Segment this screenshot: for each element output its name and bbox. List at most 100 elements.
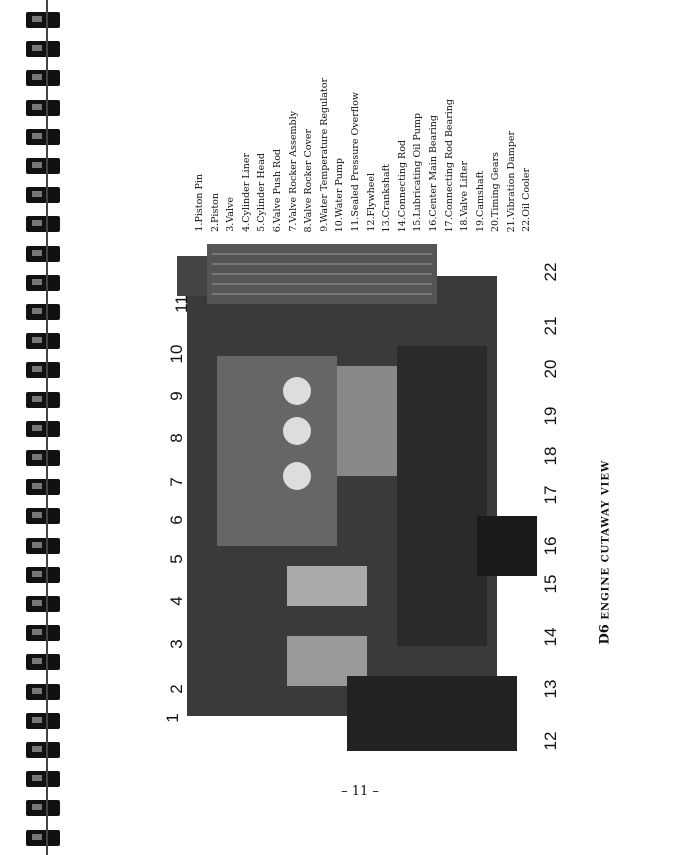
binding-ring	[26, 216, 60, 233]
callout-21: 21	[541, 316, 560, 336]
legend-item: 19.Camshaft	[473, 171, 489, 232]
callout-14: 14	[541, 627, 560, 647]
binding-ring	[26, 362, 60, 379]
callout-5: 5	[167, 554, 186, 564]
binding-ring	[26, 596, 60, 612]
binding-ring	[26, 625, 60, 642]
binding-ring	[26, 479, 60, 496]
binding-ring	[26, 274, 60, 291]
caption-title: ENGINE CUTAWAY VIEW	[600, 459, 612, 620]
spiral-binding	[0, 0, 70, 855]
callout-12: 12	[541, 731, 560, 751]
callout-16: 16	[541, 536, 560, 556]
binding-ring	[26, 12, 60, 28]
legend-item: 18.Valve Lifter	[457, 161, 473, 232]
legend-label: Cylinder Liner	[240, 153, 252, 223]
legend-item: 6.Valve Push Rod	[270, 149, 286, 232]
callout-9: 9	[167, 391, 186, 401]
legend-item: 7.Valve Rocker Assembly	[286, 111, 302, 232]
binding-ring	[26, 158, 60, 174]
figure-caption: D6 ENGINE CUTAWAY VIEW	[597, 460, 613, 645]
callout-20: 20	[541, 359, 560, 379]
legend-item: 9.Water Temperature Regulator	[317, 78, 333, 232]
binding-ring	[26, 566, 60, 583]
callout-8: 8	[167, 433, 186, 443]
page-edge	[46, 0, 48, 855]
callout-10: 10	[167, 344, 186, 364]
binding-ring	[26, 333, 60, 350]
binding-ring	[26, 70, 60, 87]
callout-6: 6	[167, 515, 186, 525]
binding-ring	[26, 304, 60, 320]
legend-item: 2.Piston	[208, 193, 224, 232]
legend-label: Water Temperature Regulator	[318, 78, 330, 223]
callout-2: 2	[167, 684, 186, 694]
binding-ring	[26, 771, 60, 788]
callout-7: 7	[167, 477, 186, 487]
legend-item: 11.Sealed Pressure Overflow	[348, 92, 364, 232]
binding-ring	[26, 245, 60, 262]
legend-label: Flywheel	[365, 173, 377, 217]
binding-ring	[26, 537, 60, 554]
legend-label: Valve Lifter	[459, 161, 471, 217]
legend-item: 4.Cylinder Liner	[239, 153, 255, 232]
legend-item: 8.Valve Rocker Cover	[301, 129, 317, 232]
legend-label: Timing Gears	[490, 151, 502, 217]
binding-ring	[26, 683, 60, 700]
legend-label: Valve Push Rod	[271, 148, 283, 223]
legend-label: Connecting Rod	[396, 139, 408, 217]
callout-17: 17	[541, 485, 560, 505]
legend-item: 17.Connecting Rod Bearing	[442, 99, 458, 232]
binding-ring	[26, 712, 60, 729]
binding-ring	[26, 829, 60, 846]
legend-item: 5.Cylinder Head	[254, 153, 270, 232]
legend-label: Valve	[225, 197, 237, 223]
page-number: – 11 –	[341, 784, 379, 799]
binding-ring	[26, 99, 60, 116]
callout-18: 18	[541, 446, 560, 466]
binding-ring	[26, 391, 60, 408]
legend-item: 16.Center Main Bearing	[426, 115, 442, 232]
legend-label: Vibration Damper	[505, 130, 517, 217]
binding-ring	[26, 508, 60, 525]
legend-item: 1.Piston Pin	[192, 174, 208, 232]
callout-22: 22	[541, 262, 560, 282]
binding-ring	[26, 41, 60, 58]
legend-label: Cylinder Head	[256, 153, 268, 223]
legend-number: 22.	[521, 216, 533, 232]
legend-label: Connecting Rod Bearing	[443, 98, 455, 217]
callout-11: 11	[172, 295, 191, 313]
legend-label: Camshaft	[474, 170, 486, 217]
legend-label: Piston Pin	[194, 174, 205, 223]
binding-ring	[26, 800, 60, 817]
binding-ring	[26, 742, 60, 758]
legend-label: Piston	[209, 192, 221, 223]
callout-1: 1	[163, 713, 182, 723]
binding-ring	[26, 187, 60, 204]
legend-item: 22.Oil Cooler	[519, 168, 535, 232]
legend-item: 10.Water Pump	[332, 158, 348, 232]
engine-cutaway-illustration	[157, 236, 561, 756]
legend-item: 3.Valve	[223, 197, 239, 232]
binding-ring	[26, 420, 60, 437]
callout-15: 15	[541, 574, 560, 594]
legend-item: 15.Lubricating Oil Pump	[410, 113, 426, 232]
legend-label: Water Pump	[334, 157, 346, 217]
binding-ring	[26, 654, 60, 671]
engine-cutaway-figure: 1 2 3 4 5 6 7 8 9 10 11 12 13 14 15 16 1…	[157, 236, 561, 756]
legend-item: 13.Crankshaft	[379, 164, 395, 232]
callout-4: 4	[167, 596, 186, 606]
callout-19: 19	[541, 406, 560, 426]
caption-model: D6	[597, 624, 613, 645]
legend-label: Oil Cooler	[521, 168, 533, 217]
legend-label: Valve Rocker Cover	[303, 128, 315, 223]
legend-item: 21.Vibration Damper	[504, 131, 520, 232]
callout-3: 3	[167, 639, 186, 649]
binding-ring	[26, 128, 60, 145]
legend-label: Sealed Pressure Overflow	[349, 92, 361, 217]
legend-label: Crankshaft	[381, 163, 393, 217]
legend-item: 14.Connecting Rod	[395, 140, 411, 232]
legend-label: Valve Rocker Assembly	[287, 111, 299, 223]
legend-label: Center Main Bearing	[427, 115, 439, 217]
